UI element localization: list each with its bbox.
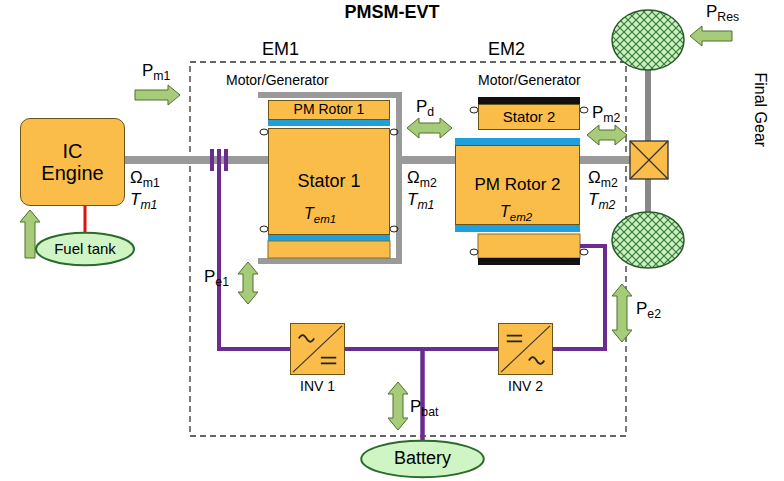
diagram-title: PMSM-EVT xyxy=(344,3,439,23)
power-symbol: Pbat xyxy=(410,398,438,417)
axle xyxy=(645,179,651,212)
evt-boundary xyxy=(190,62,626,436)
engine-box: IC Engine xyxy=(20,118,125,206)
magnet-strip xyxy=(268,235,390,241)
power-symbol: Pe2 xyxy=(636,300,661,319)
inverter-label: INV 2 xyxy=(508,378,543,394)
rotor-frame xyxy=(396,92,402,264)
node-label: Battery xyxy=(394,449,451,469)
machine-name: EM1 xyxy=(262,40,299,60)
power-flow-arrow xyxy=(238,262,258,304)
final-gear xyxy=(630,141,668,179)
magnet-strip xyxy=(455,138,580,145)
inverter-symbol xyxy=(499,324,552,374)
speed-symbol: Ωm2 xyxy=(588,169,618,188)
power-flow-arrow xyxy=(135,85,180,105)
torque-symbol: Tm1 xyxy=(407,191,434,210)
inverter-symbol xyxy=(291,324,344,374)
housing-bar xyxy=(478,258,580,265)
battery-ellipse: Battery xyxy=(360,440,485,478)
power-flow-arrow xyxy=(612,284,632,342)
node-label: PM Rotor 1 xyxy=(294,102,365,117)
slip-ring xyxy=(210,149,214,171)
machine-role: Motor/Generator xyxy=(478,73,581,88)
power-symbol: PRes xyxy=(706,3,739,22)
node-label: IC Engine xyxy=(35,140,110,184)
speed-symbol: Ωm1 xyxy=(130,169,160,188)
stator-box: Stator 2 xyxy=(478,104,580,130)
power-symbol: Pm2 xyxy=(592,104,620,123)
node-label: Stator 1 xyxy=(297,172,360,192)
power-flow-arrow xyxy=(388,382,408,430)
slip-ring xyxy=(224,149,228,171)
rotor-lower xyxy=(268,241,390,258)
torque-symbol: Tm1 xyxy=(130,191,157,210)
fuel-line xyxy=(84,206,87,232)
housing-bar xyxy=(478,97,580,104)
machine-role: Motor/Generator xyxy=(226,73,329,88)
dc-bus-wire xyxy=(345,349,423,440)
fuel-tank: Fuel tank xyxy=(35,232,135,266)
dc-bus-wire xyxy=(423,349,499,440)
rotor-frame xyxy=(258,92,402,98)
torque-symbol: Tem2 xyxy=(500,203,532,221)
rotor-box: PM Rotor 1 xyxy=(268,100,390,120)
gear-label: Final Gear xyxy=(751,73,769,148)
wheel xyxy=(612,10,684,70)
torque-symbol: Tem1 xyxy=(304,205,336,223)
inverter-label: INV 1 xyxy=(300,378,335,394)
speed-symbol: Ωm2 xyxy=(407,169,437,188)
power-flow-arrow xyxy=(587,125,627,145)
magnet-strip xyxy=(455,225,580,232)
power-symbol: Pm1 xyxy=(142,62,170,81)
power-flow-arrow xyxy=(407,118,452,138)
axle xyxy=(645,70,651,141)
phase-wire xyxy=(553,246,605,349)
power-symbol: Pe1 xyxy=(204,268,229,287)
machine-name: EM2 xyxy=(488,40,525,60)
node-label: Fuel tank xyxy=(54,241,116,258)
shaft xyxy=(125,156,268,164)
node-label: PM Rotor 2 xyxy=(475,176,561,195)
wheel xyxy=(612,212,684,268)
shaft xyxy=(402,156,455,164)
inverter-box: INV 2 xyxy=(498,323,553,375)
node-label: Stator 2 xyxy=(503,109,556,126)
power-flow-arrow xyxy=(690,26,732,46)
torque-symbol: Tm2 xyxy=(588,191,615,210)
magnet-strip xyxy=(268,120,390,126)
rotor-frame xyxy=(258,258,402,264)
power-symbol: Pd xyxy=(416,98,434,117)
final-gear-cross xyxy=(630,141,668,179)
shaft xyxy=(580,156,630,164)
slip-ring xyxy=(217,149,221,171)
inverter-box: INV 1 xyxy=(290,323,345,375)
stator-lower xyxy=(478,234,580,258)
